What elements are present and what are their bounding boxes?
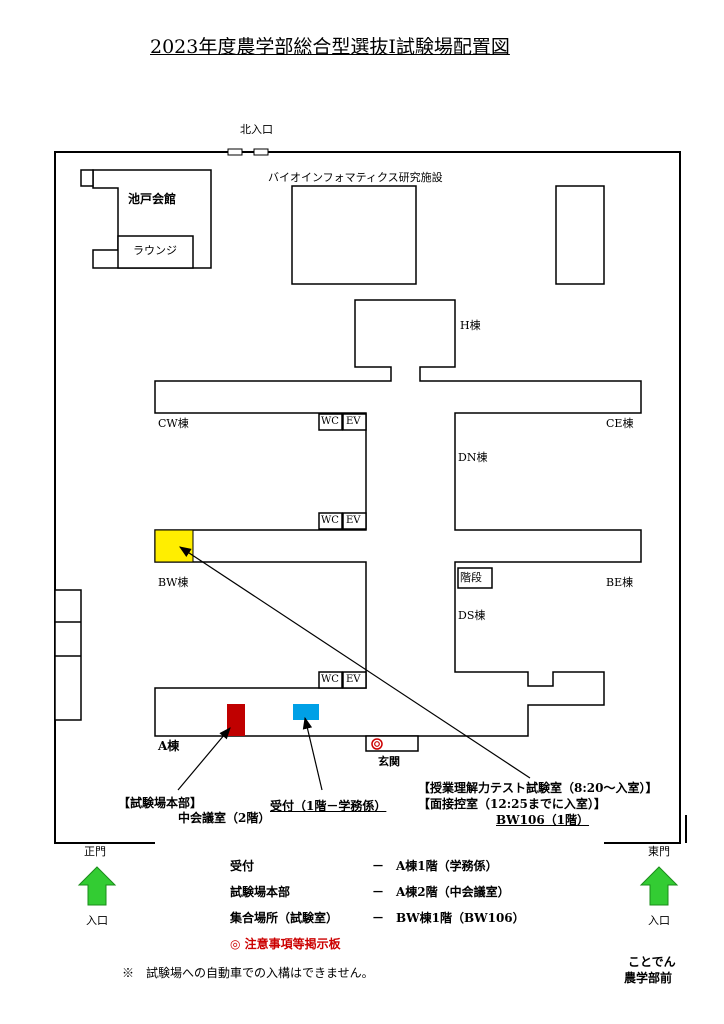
bio-facility-label: バイオインフォマティクス研究施設: [268, 171, 443, 184]
east-gate-label: 東門: [648, 845, 670, 858]
be-building-label: BE棟: [606, 576, 634, 589]
north-gate-post-right: [253, 148, 269, 156]
main-complex-building: [154, 299, 642, 737]
ikedo-hall-annex: [80, 169, 94, 187]
north-gate-post-left: [227, 148, 243, 156]
bw-building-label: BW棟: [158, 576, 189, 589]
west-structure: [54, 589, 82, 721]
dn-building-label: DN棟: [458, 451, 488, 464]
reception-desk: [293, 704, 319, 720]
ikedo-hall-label: 池戸会館: [128, 192, 177, 206]
campus-boundary: [54, 151, 687, 844]
ev-box-a: [342, 671, 367, 689]
reception-callout: 受付（1階－学務係）: [270, 799, 387, 813]
wc-box-cw: [318, 413, 343, 431]
bw106-exam-room: [154, 529, 194, 563]
stairs-box: [457, 567, 493, 589]
hq-callout-location: 中会議室（2階）: [178, 811, 271, 825]
notice-board-icon: [371, 738, 383, 750]
legend-value: － A棟1階（学務係）: [372, 859, 498, 873]
h-building-label: H棟: [460, 319, 481, 332]
cw-building-label: CW棟: [158, 417, 189, 430]
exam-callout-line1: 【授業理解力テスト試験室（8:20～入室）】: [418, 781, 658, 795]
wc-label: WC: [321, 674, 339, 685]
hq-meeting-room: [227, 704, 245, 736]
legend-value: － BW棟1階（BW106）: [372, 911, 525, 925]
east-building: [555, 185, 605, 285]
bus-stop-line1: ことでん: [628, 955, 676, 969]
a-building-label: A棟: [158, 739, 180, 753]
ev-box-cw: [342, 413, 367, 431]
ds-building-label: DS棟: [458, 609, 486, 622]
legend-value: － A棟2階（中会議室）: [372, 885, 510, 899]
stairs-label: 階段: [460, 571, 482, 584]
bio-facility-building: [291, 185, 417, 285]
wc-label: WC: [321, 416, 339, 427]
legend-label: 試験場本部: [230, 885, 291, 899]
lounge-room: [117, 235, 194, 269]
legend-label: 受付: [230, 859, 255, 873]
hq-pointer: [177, 727, 231, 791]
notice-board-legend-text: ◎ 注意事項等掲示板: [230, 937, 341, 951]
ce-building-label: CE棟: [606, 417, 634, 430]
footnote: ※ 試験場への自動車での入構はできません。: [122, 966, 374, 980]
exam-room-pointer: [178, 546, 531, 779]
legend-label: 集合場所（試験室）: [230, 911, 339, 925]
entrance-right-label: 入口: [648, 914, 670, 927]
main-gate-label: 正門: [84, 845, 106, 858]
wc-label: WC: [321, 515, 339, 526]
ev-box-bw: [342, 512, 367, 530]
entrance-left-arrow-icon: [77, 866, 117, 906]
entrance-hall-label: 玄関: [378, 755, 400, 768]
entrance-right-arrow-icon: [639, 866, 679, 906]
bus-stop-line2: 農学部前: [624, 971, 673, 985]
ev-label: EV: [346, 674, 361, 685]
north-entrance-label: 北入口: [240, 123, 273, 136]
ev-label: EV: [346, 416, 361, 427]
reception-pointer: [302, 716, 323, 791]
notice-board-legend: ◎ 注意事項等掲示板: [230, 938, 341, 950]
wc-box-bw: [318, 512, 343, 530]
lounge-label: ラウンジ: [133, 244, 177, 257]
hq-callout-title: 【試験場本部】: [118, 796, 203, 810]
wc-box-a: [318, 671, 343, 689]
ev-label: EV: [346, 515, 361, 526]
exam-callout-line2: 【面接控室（12:25までに入室）】: [418, 797, 606, 811]
entrance-left-label: 入口: [86, 914, 108, 927]
exam-callout-room: BW106（1階）: [496, 813, 590, 827]
page-title: 2023年度農学部総合型選抜Ⅰ試験場配置図: [150, 36, 510, 58]
